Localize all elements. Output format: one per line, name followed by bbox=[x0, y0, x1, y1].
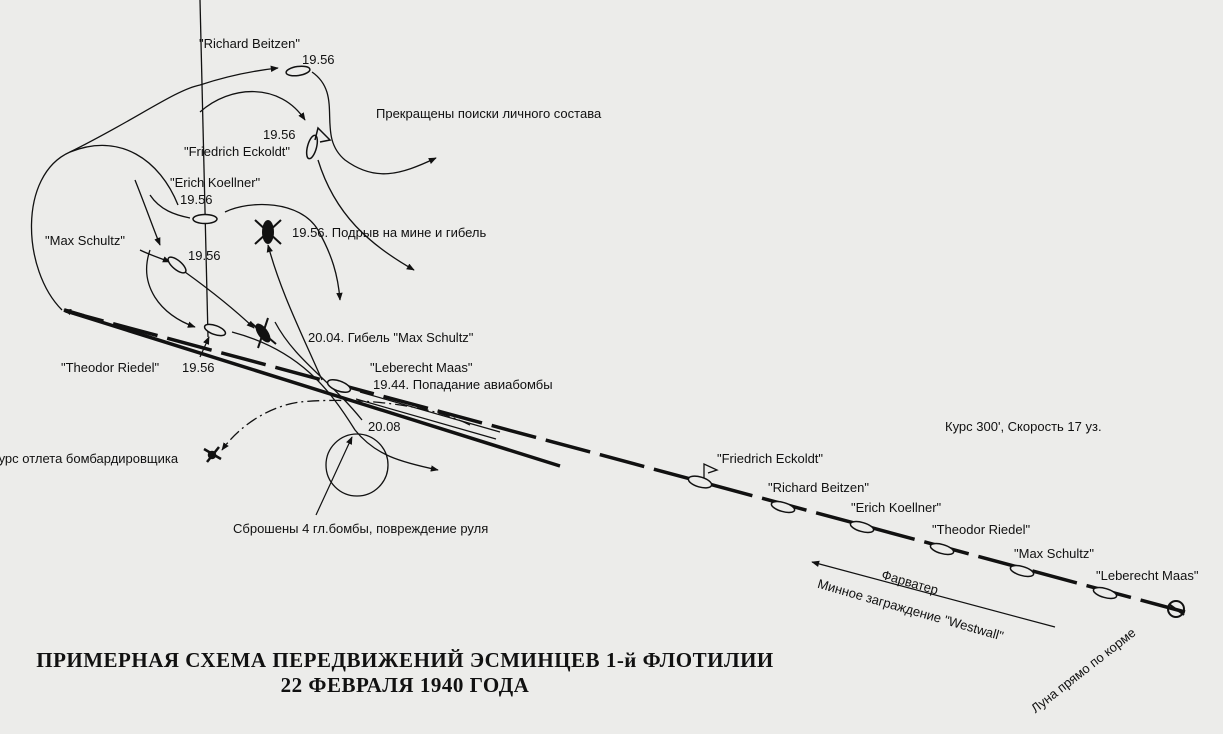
ship-beitzen bbox=[285, 65, 311, 77]
column-label-eckoldt: "Friedrich Eckoldt" bbox=[717, 451, 824, 466]
column-ship-schultz bbox=[1009, 564, 1035, 578]
label-richard-beitzen: "Richard Beitzen" bbox=[199, 36, 300, 51]
time-drop: 20.08 bbox=[368, 419, 401, 434]
column-ship-maas bbox=[1092, 586, 1118, 600]
time-eckoldt: 19.56 bbox=[263, 127, 296, 142]
time-koellner: 19.56 bbox=[180, 192, 213, 207]
maneuver-tracks bbox=[30, 0, 439, 472]
label-leberecht-maas: "Leberecht Maas" bbox=[370, 360, 473, 375]
note-search-stopped: Прекращены поиски личного состава bbox=[376, 106, 602, 121]
label-erich-koellner: "Erich Koellner" bbox=[170, 175, 261, 190]
sunk-schultz-icon bbox=[249, 317, 277, 349]
column-label-riedel: "Theodor Riedel" bbox=[932, 522, 1031, 537]
column-course-line bbox=[63, 308, 1186, 614]
time-beitzen: 19.56 bbox=[302, 52, 335, 67]
column-label-koellner: "Erich Koellner" bbox=[851, 500, 942, 515]
sunk-ship-icon bbox=[254, 219, 282, 245]
moon-icon bbox=[1167, 600, 1185, 618]
note-bomb-hit: 19.44. Попадание авиабомбы bbox=[373, 377, 553, 392]
note-mine-loss: 19.56. Подрыв на мине и гибель bbox=[292, 225, 487, 240]
fairway-arrow bbox=[811, 560, 1056, 628]
fairway-segment bbox=[355, 391, 501, 440]
ship-maas bbox=[326, 379, 352, 393]
ship-schultz bbox=[167, 256, 187, 274]
note-bomber-course: Курс отлета бомбардировщика bbox=[0, 451, 179, 466]
label-theodor-riedel: "Theodor Riedel" bbox=[61, 360, 160, 375]
riedel-pointer bbox=[199, 336, 210, 358]
depth-charge-pointer bbox=[315, 436, 353, 516]
time-schultz: 19.56 bbox=[188, 248, 221, 263]
eckoldt-flag-icon bbox=[703, 462, 719, 478]
caption-line-2: 22 ФЕВРАЛЯ 1940 ГОДА bbox=[280, 673, 530, 697]
bomber-course-line bbox=[221, 399, 471, 451]
note-schultz-loss: 20.04. Гибель "Max Schultz" bbox=[308, 330, 474, 345]
column-label-schultz: "Max Schultz" bbox=[1014, 546, 1095, 561]
column-ship-riedel bbox=[929, 542, 955, 556]
time-riedel: 19.56 bbox=[182, 360, 215, 375]
column-ship-beitzen bbox=[770, 500, 796, 514]
column-label-beitzen: "Richard Beitzen" bbox=[768, 480, 869, 495]
depth-charge-circle bbox=[325, 433, 389, 497]
label-friedrich-eckoldt: "Friedrich Eckoldt" bbox=[184, 144, 291, 159]
ship-riedel bbox=[203, 323, 227, 337]
bomber-icon bbox=[203, 446, 222, 463]
note-course-speed: Курс 300', Скорость 17 уз. bbox=[945, 419, 1102, 434]
note-depth-charges: Сброшены 4 гл.бомбы, повреждение руля bbox=[233, 521, 489, 536]
column-ship-koellner bbox=[849, 520, 875, 534]
upper-ships bbox=[167, 65, 352, 393]
column-label-maas: "Leberecht Maas" bbox=[1096, 568, 1199, 583]
label-max-schultz: "Max Schultz" bbox=[45, 233, 126, 248]
column-ship-eckoldt bbox=[687, 475, 713, 489]
ship-eckoldt bbox=[305, 126, 332, 160]
caption-line-1: ПРИМЕРНАЯ СХЕМА ПЕРЕДВИЖЕНИЙ ЭСМИНЦЕВ 1-… bbox=[36, 648, 774, 672]
column-ships bbox=[687, 475, 1118, 600]
ship-koellner bbox=[192, 213, 218, 225]
